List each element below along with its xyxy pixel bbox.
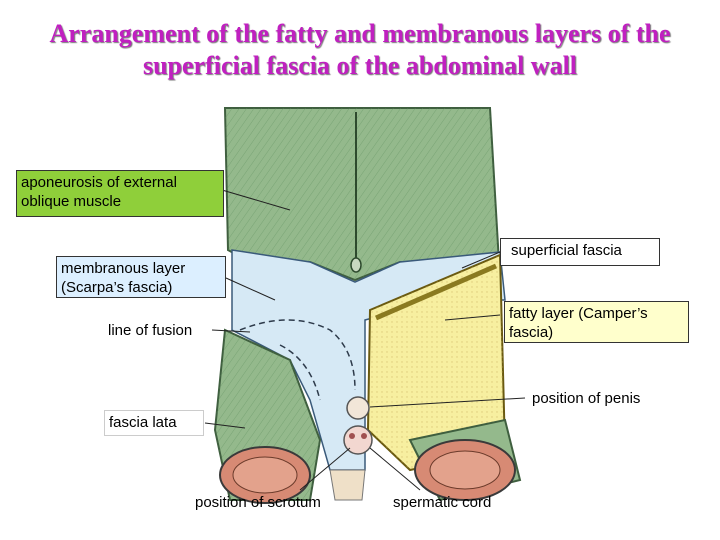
label-membranous-layer: membranous layer (Scarpa’s fascia) <box>56 256 226 298</box>
pointer-superficial-fascia <box>461 251 501 269</box>
title-line-1: Arrangement of the fatty and membranous … <box>49 19 671 48</box>
scrotum-position-marker <box>343 425 373 455</box>
fusion-line <box>239 319 356 391</box>
pointer-fascia-lata <box>204 422 246 429</box>
label-fascia-lata: fascia lata <box>104 410 204 436</box>
pointer-penis <box>369 397 526 408</box>
umbilicus <box>350 257 362 273</box>
label-superficial-fascia: superficial fascia <box>500 238 660 266</box>
pointer-fusion <box>211 329 251 333</box>
pointer-aponeurosis <box>221 189 291 211</box>
label-fatty-layer: fatty layer (Camper’s fascia) <box>504 301 689 343</box>
pointer-spermatic <box>369 447 421 491</box>
label-aponeurosis: aponeurosis of external oblique muscle <box>16 170 224 217</box>
pointer-membranous <box>225 277 276 301</box>
title-line-2: superficial fascia of the abdominal wall <box>142 51 578 80</box>
label-spermatic-cord: spermatic cord <box>393 494 492 511</box>
diagram-title: Arrangement of the fatty and membranous … <box>0 18 720 82</box>
penis-position-marker <box>346 396 370 420</box>
label-line-of-fusion: line of fusion <box>108 322 193 339</box>
pointer-fatty <box>444 314 501 321</box>
label-position-penis: position of penis <box>532 390 641 407</box>
pointer-scrotum <box>299 447 351 491</box>
label-position-scrotum: position of scrotum <box>195 494 321 511</box>
